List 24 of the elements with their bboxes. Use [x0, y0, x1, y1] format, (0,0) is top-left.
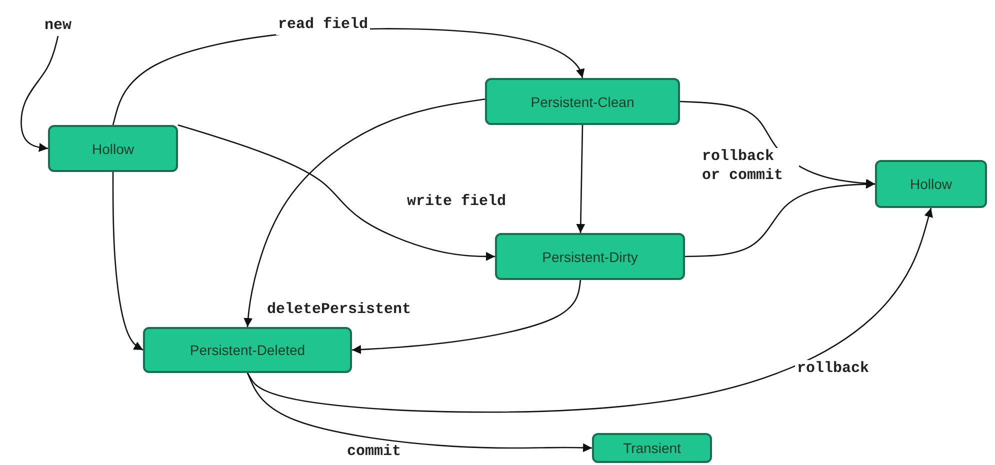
- state-name: Hollow: [910, 176, 952, 192]
- arrow: [576, 124, 586, 234]
- state-box: [875, 160, 987, 208]
- state-box: [143, 327, 352, 373]
- arrow: [20, 36, 59, 152]
- state-name: Persistent-Clean: [530, 94, 634, 110]
- arrow: [244, 98, 486, 328]
- arrow: [684, 180, 876, 258]
- arrow: [352, 280, 582, 354]
- state-name: Persistent-Dirty: [542, 248, 638, 264]
- arrow: [246, 372, 592, 452]
- arrow: [680, 100, 876, 188]
- state-name: Hollow: [92, 140, 134, 156]
- state-name: Persistent-Deleted: [190, 342, 306, 358]
- state-name: Transient: [623, 440, 681, 456]
- edge-label: read field: [276, 16, 370, 35]
- state-box: [485, 78, 680, 125]
- arrow: [178, 124, 495, 261]
- arrow: [112, 172, 144, 351]
- state-box: [495, 233, 685, 280]
- arrow: [246, 208, 933, 413]
- state-box: [592, 433, 712, 463]
- start-label: new: [36, 14, 80, 36]
- state-box: [48, 125, 178, 172]
